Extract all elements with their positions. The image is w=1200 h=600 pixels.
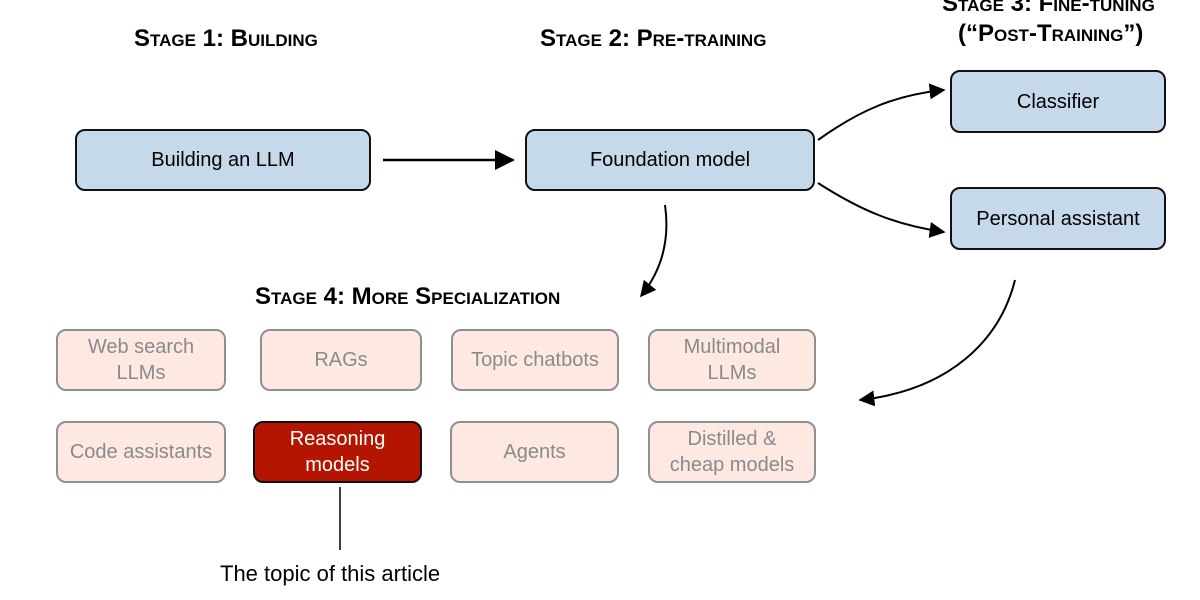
annotation-label: The topic of this article <box>220 561 441 586</box>
agents-box: Agents <box>450 421 619 483</box>
arrow-foundation-to-assistant <box>817 182 946 238</box>
topic-chatbots-box: Topic chatbots <box>451 329 619 391</box>
stage-1-title: Stage 1: Building <box>134 25 318 52</box>
code-assistants-box: Code assistants <box>56 421 226 483</box>
arrow-foundation-to-classifier <box>817 83 946 141</box>
stage-3-title-line1: Stage 3: Fine-tuning <box>942 0 1155 17</box>
rags-box: RAGs <box>260 329 422 391</box>
web-search-llms-box: Web search LLMs <box>56 329 226 391</box>
arrow-assistant-to-specialization <box>858 279 1016 407</box>
distilled-cheap-models-box: Distilled & cheap models <box>648 421 816 483</box>
arrow-foundation-to-specialization <box>639 204 668 298</box>
reasoning-models-box: Reasoning models <box>253 421 422 483</box>
personal-assistant-box: Personal assistant <box>950 187 1166 250</box>
building-an-llm-box: Building an LLM <box>75 129 371 191</box>
stage-3-title-line2: (“Post-Training”) <box>958 20 1144 47</box>
multimodal-llms-box: Multimodal LLMs <box>648 329 816 391</box>
foundation-model-box: Foundation model <box>525 129 815 191</box>
classifier-box: Classifier <box>950 70 1166 133</box>
stage-2-title: Stage 2: Pre-training <box>540 25 767 52</box>
stage-4-title: Stage 4: More Specialization <box>255 283 561 310</box>
